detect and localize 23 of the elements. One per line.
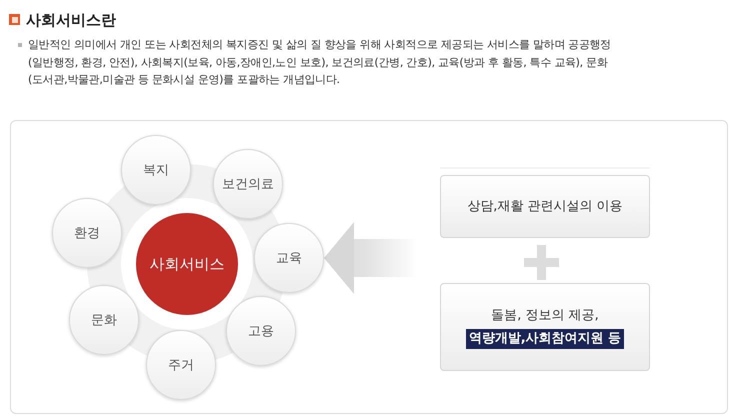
topic-circle [213, 149, 283, 219]
topic-circle [121, 135, 191, 205]
topic-label: 고용 [248, 323, 274, 340]
topic-circle [254, 223, 324, 293]
topic-label: 문화 [91, 312, 117, 329]
topic-label: 주거 [168, 357, 194, 374]
page-title: 사회서비스란 [26, 10, 116, 30]
topic-circle [52, 198, 122, 268]
center-label: 사회서비스 [150, 254, 224, 274]
center-circle [136, 213, 238, 315]
topic-label: 환경 [74, 225, 100, 242]
service-box [440, 175, 650, 238]
topic-circle [226, 296, 296, 366]
description-text: 일반적인 의미에서 개인 또는 사회전체의 복지증진 및 삶의 질 향상을 위해 사회적으로 제공되는 서비스를 말하며 공공행정 (일반행정, 환경, 안전), 사회복지(보육, 아동,장애인,노인 보호), 보건의료(간병, 간호), 교육(방과 후 활동, 특수 교육), 문화 (도서관,박물관,미술관 등 문화시설 운영)를 포괄하는 개념입니다. [28, 37, 612, 88]
topic-circle [146, 330, 216, 400]
topic-label: 보건의료 [222, 176, 274, 193]
topic-circle [69, 285, 139, 355]
service-text: 상담,재활 관련시설의 이용 [467, 198, 623, 216]
topic-label: 복지 [143, 162, 169, 179]
topic-label: 교육 [276, 250, 302, 267]
highlighted-text: 역량개발,사회참여지원 등 [466, 328, 624, 348]
service-text: 돌봄, 정보의 제공, [491, 306, 599, 324]
service-box [440, 283, 650, 371]
